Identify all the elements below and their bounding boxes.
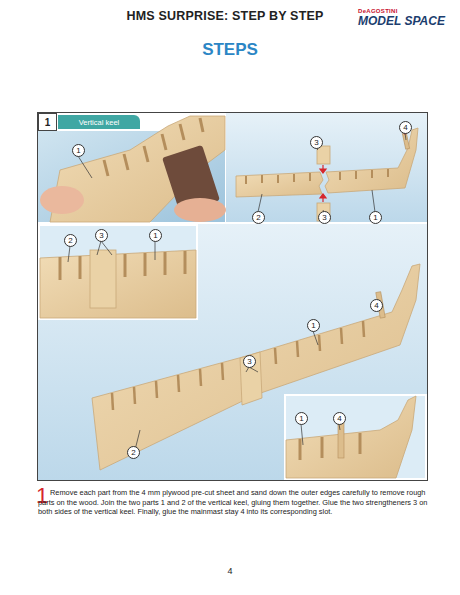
photo-panel [38,224,427,480]
step-frame [38,113,428,481]
callout-number: 1 [72,144,85,157]
inset-panel [285,395,426,479]
step-number-box: 1 [38,113,57,131]
brand-logo: MODEL SPACE [358,14,445,28]
callout-number: 4 [333,412,346,425]
page-title: HMS SURPRISE: STEP BY STEP [100,9,350,23]
keel-assembled [40,250,420,478]
inset-panel [39,225,197,319]
node-text: 1 [45,117,51,128]
brand-logo: DeAGOSTINI [358,8,398,14]
callout-number: 3 [318,211,331,224]
callout-number: 3 [243,355,256,368]
keel-exploded [236,125,418,221]
callout-number: 2 [64,234,77,247]
page-number: 4 [220,566,240,576]
leader-lines [68,133,406,458]
callout-number: 4 [399,121,412,134]
step-caption: Remove each part from the 4 mm plywood p… [38,488,430,517]
callout-number: 1 [295,412,308,425]
callout-number: 3 [310,136,323,149]
callout-number: 1 [369,211,382,224]
node-text: Vertical keel [79,118,119,127]
callout-number: 2 [127,446,140,459]
callout-number: 3 [95,229,108,242]
photo-panel [226,113,427,222]
callout-number: 1 [149,229,162,242]
step-title-tab: Vertical keel [58,115,140,129]
callout-number: 4 [370,299,383,312]
callout-number: 1 [307,319,320,332]
section-heading: STEPS [180,40,280,60]
sanding-photo [40,116,226,222]
callout-number: 2 [252,211,265,224]
